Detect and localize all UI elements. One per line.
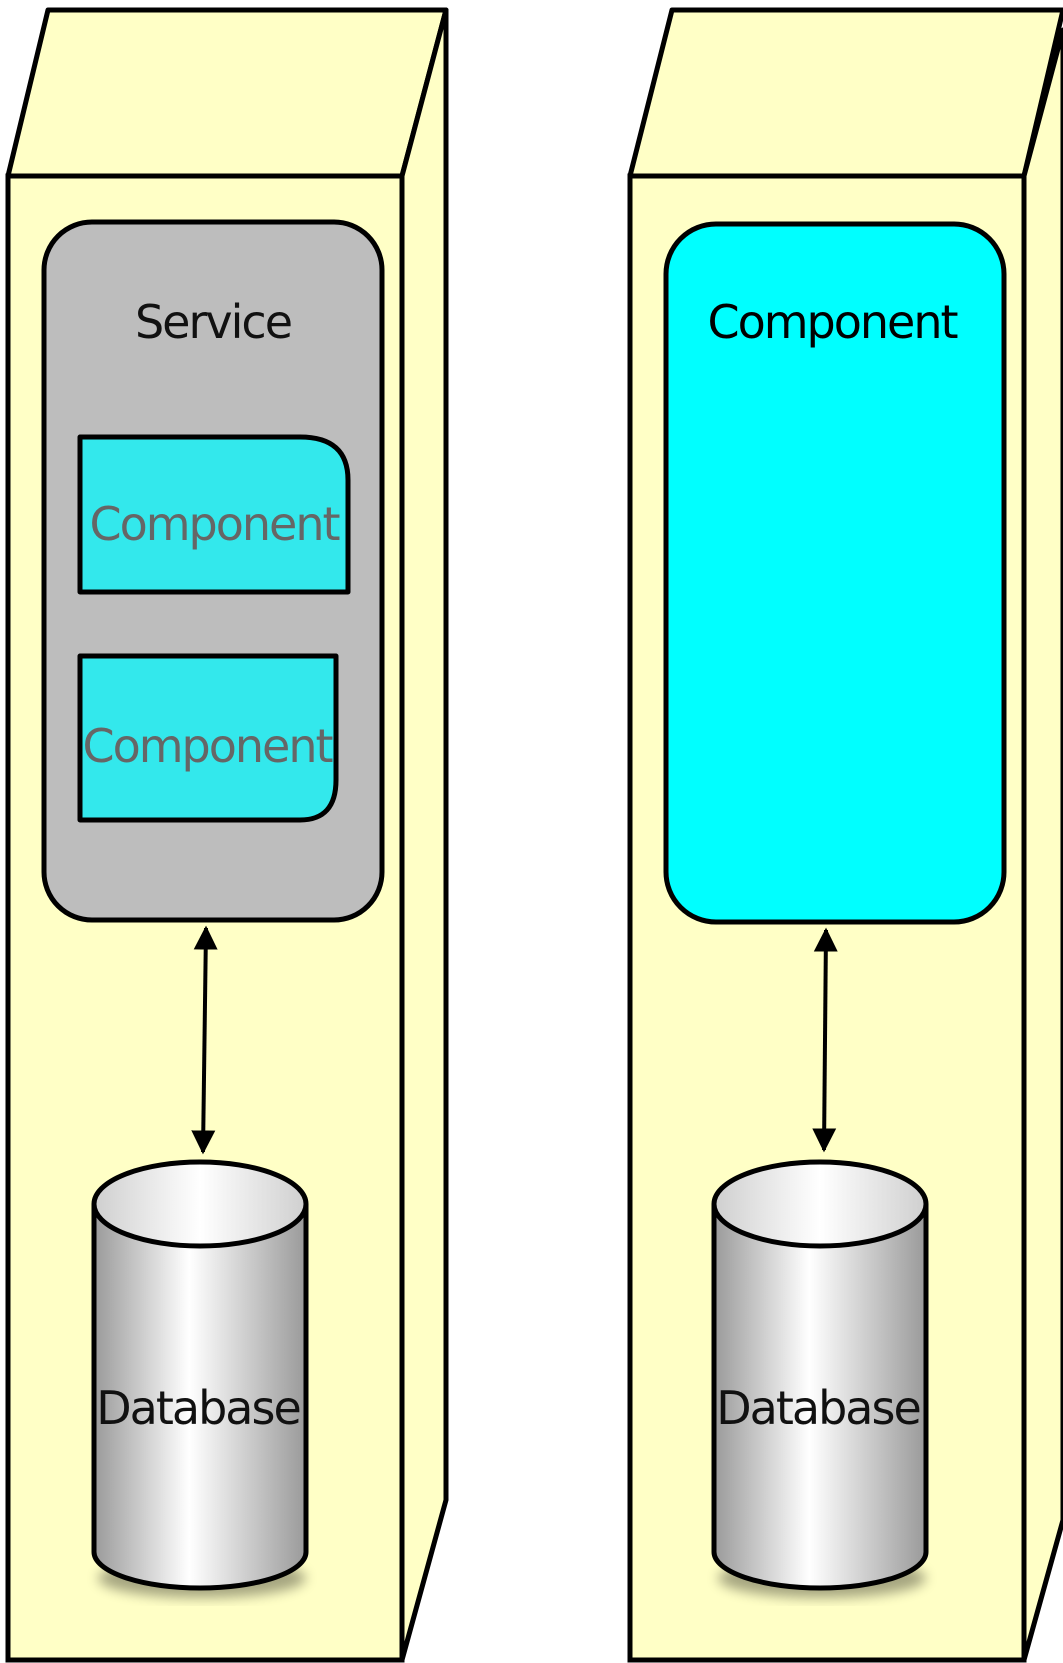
left-node-side-face: [399, 7, 449, 1663]
right-database-label: Database: [716, 1381, 920, 1435]
right-node-top-face: [627, 7, 1063, 179]
component-2: Component: [77, 653, 339, 823]
left-database-label: Database: [96, 1381, 300, 1435]
left-connector-arrow: [191, 925, 218, 1155]
component-1-box: [77, 434, 351, 595]
component-2-label: Component: [82, 719, 332, 773]
big-component-label: Component: [707, 295, 957, 349]
component-1: Component: [77, 434, 351, 595]
right-connector-arrow: [812, 927, 838, 1153]
left-node-top-face: [5, 7, 449, 179]
left-database-body: [91, 1204, 309, 1591]
left-database: Database: [91, 1159, 309, 1598]
component-2-box: [77, 653, 339, 823]
right-database-body: [711, 1204, 929, 1591]
left-database-top: [91, 1159, 309, 1249]
right-database-top: [711, 1159, 929, 1249]
big-component-box: [663, 221, 1007, 925]
component-1-label: Component: [89, 497, 339, 551]
right-node: Component Database: [627, 7, 1063, 1663]
big-component: Component: [663, 221, 1007, 925]
right-database: Database: [711, 1159, 929, 1598]
service-label: Service: [135, 295, 291, 349]
left-node: Service Component Component Database: [5, 7, 449, 1663]
right-node-side-face: [1021, 27, 1063, 1663]
service: Service Component Component: [41, 219, 385, 923]
